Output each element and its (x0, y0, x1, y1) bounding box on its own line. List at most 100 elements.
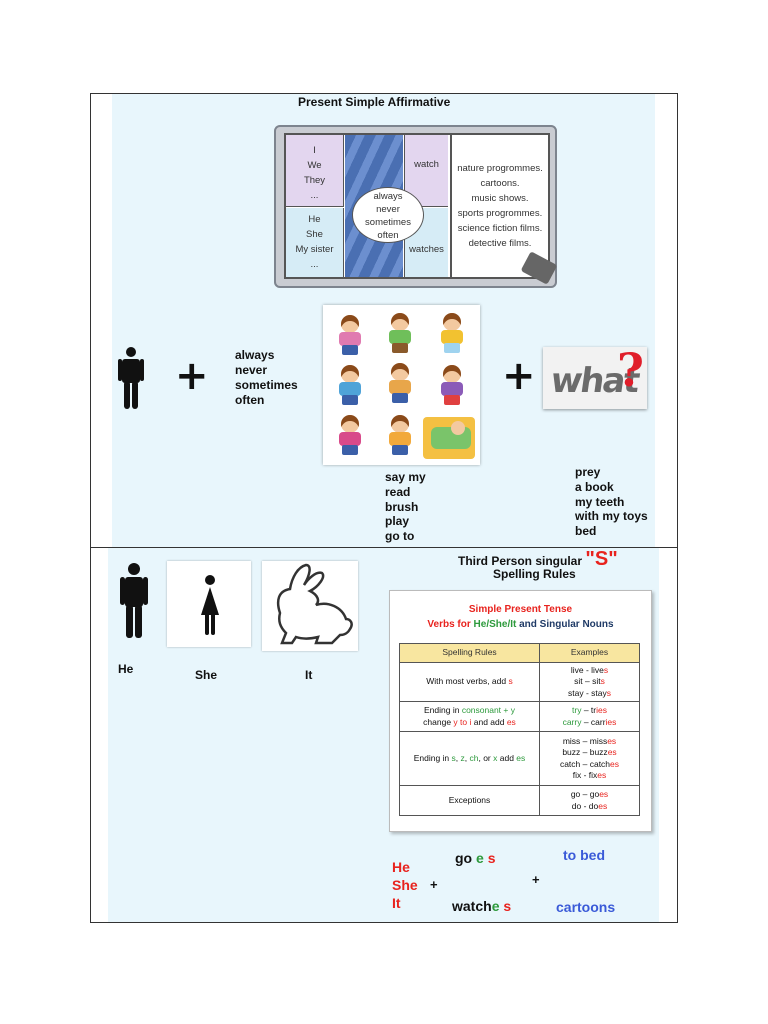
verb-item: read (385, 484, 411, 499)
example-text: live - live (570, 664, 604, 675)
kid-praying-icon (331, 313, 371, 357)
plus-sign-4: + (532, 872, 540, 887)
tv-illustration: I We They ... He She My sister ... watch… (274, 125, 558, 288)
programme-item: sports progrommes. (457, 208, 543, 219)
frame-left (90, 93, 91, 923)
rule-text: es (516, 752, 526, 763)
objects-list: prey a book my teeth with my toys bed (575, 465, 648, 539)
table-row: Exceptions go – goes do - does (399, 785, 640, 816)
adverb-often: often (377, 230, 399, 241)
spelling-title: Third Person singular "S" Spelling Rules (458, 548, 648, 581)
object-item: prey (575, 465, 601, 479)
example-text: fix - fix (572, 770, 598, 780)
table-row: With most verbs, add s live - lives sit … (399, 662, 640, 702)
verbs-list: say my read brush play go to (385, 470, 426, 544)
example-text: stay - stay (568, 687, 607, 698)
example-cell: try – tries carry – carries (539, 701, 640, 732)
adverbs-list: always never sometimes often (235, 348, 298, 408)
col-examples: Examples (539, 643, 640, 663)
subjects-list: He She It (392, 858, 418, 912)
rule-text: s (451, 752, 456, 763)
kid-watering-icon (331, 363, 371, 407)
programme-item: music shows. (471, 193, 529, 204)
verb-s: s (487, 850, 496, 866)
rule-text: es (506, 716, 516, 727)
programme-item: detective films. (468, 238, 532, 249)
adverb-sometimes: sometimes (365, 217, 411, 228)
example-cell: miss – misses buzz – buzzes catch – catc… (539, 731, 640, 786)
subject-item: She (392, 877, 418, 893)
example-text: do - do (571, 800, 599, 811)
rule-text: Ending in (424, 705, 462, 715)
example-ending: es (599, 789, 609, 799)
verb-stem: watch (452, 898, 492, 914)
what-question-image: what ? (543, 343, 647, 409)
plus-sign: + (175, 353, 209, 399)
kid-reading-icon (381, 311, 421, 355)
example-text: miss – miss (562, 735, 608, 746)
rule-text: With most verbs, add (426, 676, 509, 687)
rules-table: Spelling Rules Examples With most verbs,… (399, 643, 640, 816)
example-ending: s (603, 664, 609, 675)
example-text: carry (562, 716, 582, 727)
pronoun-my-sister: My sister (295, 244, 334, 255)
kid-running-icon (331, 413, 371, 457)
example-ending: es (607, 735, 617, 746)
example-text: catch – catch (559, 758, 611, 769)
woman-icon (200, 575, 220, 635)
col-spelling-rules: Spelling Rules (399, 643, 540, 663)
title-s: "S" (585, 548, 618, 570)
example-text: go – go (570, 789, 600, 799)
adverb-item: always (235, 348, 275, 362)
object-to-bed: to bed (563, 847, 605, 863)
rule-text: and add (471, 716, 507, 727)
adverb-item: never (235, 363, 268, 377)
question-mark-icon: ? (617, 343, 644, 397)
pronoun-i: I (313, 145, 316, 156)
adverb-item: sometimes (235, 378, 298, 392)
verb-item: brush (385, 499, 419, 514)
example-ending: es (598, 800, 608, 811)
plus-sign-2: + (502, 353, 536, 399)
subtitle-part: He/She/It (473, 619, 517, 630)
rule-text: s (508, 676, 513, 687)
verb-e: e (491, 898, 500, 914)
rule-cell: Exceptions (399, 785, 540, 816)
frame-bottom (90, 922, 678, 923)
pronoun-they: They (303, 175, 326, 186)
verb-watch: watch (404, 135, 448, 207)
object-item: a book (575, 479, 614, 494)
object-item: with my toys (575, 509, 648, 524)
subject-item: He (392, 859, 410, 875)
adverb-never: never (376, 204, 400, 215)
rabbit-icon (276, 563, 353, 645)
table-row: Ending in consonant + y change y to i an… (399, 701, 640, 732)
verb-item: say my (385, 470, 426, 484)
example-cell: live - lives sit – sits stay - stays (539, 662, 640, 702)
pronoun-she: She (306, 229, 323, 240)
spelling-rules-card: Simple Present Tense Verbs for He/She/It… (389, 590, 652, 832)
example-ending: es (597, 770, 607, 780)
pronoun-etc-2: ... (310, 259, 319, 270)
example-text: try (572, 705, 582, 715)
example-text: – carr (581, 716, 606, 727)
he-man-icon (120, 563, 148, 638)
title-line2: Spelling Rules (493, 567, 576, 581)
object-item: bed (575, 524, 597, 539)
label-she: She (195, 668, 218, 682)
example-ending: s (606, 687, 611, 698)
label-it: It (305, 668, 313, 682)
label-he: He (118, 662, 134, 676)
rule-text: y to i (453, 716, 472, 727)
example-cell: go – goes do - does (539, 785, 640, 816)
page-title: Present Simple Affirmative (298, 95, 451, 109)
programmes-list: nature progrommes. cartoons. music shows… (450, 135, 548, 277)
kid-playing-icon (433, 363, 473, 407)
subject-item: It (392, 895, 401, 911)
programme-item: cartoons. (480, 178, 520, 189)
verb-goes: go e s (455, 850, 495, 866)
frame-middle (90, 547, 678, 548)
she-woman-card (167, 561, 251, 647)
pronoun-etc: ... (310, 190, 319, 201)
kid-brushing-icon (433, 311, 473, 355)
